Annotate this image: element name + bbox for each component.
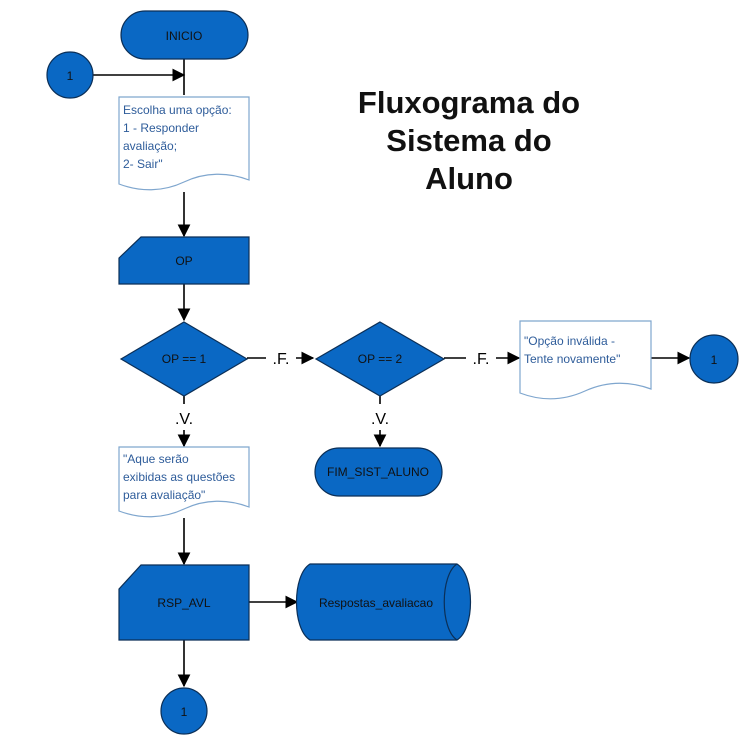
- edge-label-false-1: .F.: [273, 351, 290, 368]
- title-line-2: Sistema do: [386, 123, 552, 158]
- connector-right-label: 1: [711, 353, 718, 367]
- decision-op-2-label: OP == 2: [358, 352, 403, 366]
- prompt-line-4: 2- Sair": [123, 157, 163, 171]
- storage-respostas-label: Respostas_avaliacao: [319, 596, 433, 610]
- connector-bottom-label: 1: [181, 705, 188, 719]
- start-terminal-label: INICIO: [166, 29, 203, 43]
- end-terminal-label: FIM_SIST_ALUNO: [327, 465, 429, 479]
- prompt-line-2: 1 - Responder: [123, 121, 199, 135]
- invalid-line-2: Tente novamente": [524, 352, 620, 366]
- diagram-title: Fluxograma do Sistema do Aluno: [330, 84, 608, 198]
- display-line-1: "Aque serão: [123, 452, 189, 466]
- input-op-label: OP: [175, 254, 192, 268]
- input-rsp-avl: RSP_AVL: [118, 564, 250, 641]
- decision-op-2: OP == 2: [314, 321, 446, 397]
- display-questions-document: "Aque serão exibidas as questões para av…: [118, 446, 250, 518]
- invalid-option-document: "Opção inválida - Tente novamente": [519, 320, 652, 400]
- display-line-2: exibidas as questões: [123, 470, 235, 484]
- end-terminal: FIM_SIST_ALUNO: [314, 447, 443, 497]
- connector-top-label: 1: [67, 69, 74, 83]
- prompt-document: Escolha uma opção: 1 - Responder avaliaç…: [118, 96, 250, 191]
- flow-edges: [93, 59, 691, 688]
- prompt-line-3: avaliação;: [123, 139, 177, 153]
- storage-respostas: Respostas_avaliacao: [295, 563, 472, 641]
- decision-op-1: OP == 1: [119, 321, 249, 397]
- display-line-3: para avaliação": [123, 488, 205, 502]
- connector-bottom: 1: [160, 687, 208, 735]
- invalid-line-1: "Opção inválida -: [524, 334, 615, 348]
- prompt-line-1: Escolha uma opção:: [123, 103, 232, 117]
- start-terminal: INICIO: [120, 10, 249, 60]
- decision-op-1-label: OP == 1: [162, 352, 207, 366]
- connector-top: 1: [46, 51, 94, 99]
- title-line-1: Fluxograma do: [357, 85, 581, 120]
- edge-label-false-2: .F.: [473, 351, 490, 368]
- edge-label-true-2: .V.: [371, 411, 389, 428]
- title-line-3: Aluno: [425, 161, 513, 196]
- edge-label-true-1: .V.: [175, 411, 193, 428]
- input-op: OP: [118, 236, 250, 285]
- connector-right: 1: [689, 334, 739, 384]
- input-rsp-avl-label: RSP_AVL: [157, 596, 210, 610]
